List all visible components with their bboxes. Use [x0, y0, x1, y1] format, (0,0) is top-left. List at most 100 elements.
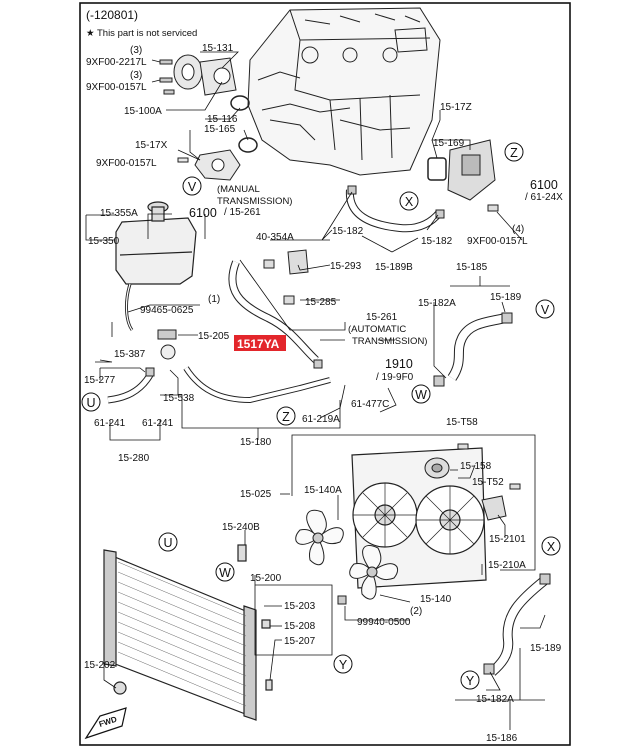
label-15-207: 15-207 [284, 636, 316, 647]
o-ring-15-165 [238, 137, 258, 153]
hose-15-261 [228, 260, 319, 363]
label-99465-0625: 99465-0625 [140, 305, 194, 316]
label-15-140: 15-140 [420, 594, 452, 605]
hose-15-280 [107, 373, 154, 404]
label-15-280: 15-280 [118, 453, 150, 464]
label-15-182a-right: 15-182A [418, 298, 456, 309]
label-15-100a: 15-100A [124, 106, 162, 117]
label-15-277: 15-277 [84, 375, 116, 386]
ref-u-radiator: U [163, 536, 172, 550]
label-9xf00-0157l-c: 9XF00-0157L [467, 236, 528, 247]
gasket-15-169 [427, 157, 447, 181]
label-15-205: 15-205 [198, 331, 230, 342]
label-qty-1: (1) [208, 294, 220, 305]
label-qty-3b: (3) [130, 70, 142, 81]
bolt-99940-0500 [337, 595, 347, 605]
fwd-arrow-icon: FWD [84, 707, 127, 740]
ref-w-middle: W [415, 388, 427, 402]
label-15-185: 15-185 [456, 262, 488, 273]
label-15-180: 15-180 [240, 437, 272, 448]
hose-15-189-lower [488, 576, 549, 676]
label-6100-a: 6100 [189, 206, 217, 220]
fan-15-140a [295, 509, 344, 566]
ref-z-middle: Z [282, 410, 290, 424]
ref-u-left: U [86, 396, 95, 410]
label-15-116: 15-116 [207, 114, 238, 125]
label-15-200: 15-200 [250, 573, 282, 584]
circle-refs: Z X V V W U Z U W X Y Y [81, 142, 561, 690]
label-automatic-2: TRANSMISSION) [352, 336, 427, 347]
label-15-182-a: 15-182 [332, 226, 364, 237]
label-qty-4: (4) [512, 224, 524, 235]
label-15-189b: 15-189B [375, 262, 413, 273]
label-15-293: 15-293 [330, 261, 362, 272]
label-15-t58: 15-T58 [446, 417, 478, 428]
diagram-frame [79, 2, 571, 746]
label-6100-b: 6100 [530, 178, 558, 192]
ref-v-upper: V [188, 180, 197, 194]
ref-v-right: V [541, 303, 550, 317]
label-15-131: 15-131 [202, 43, 234, 54]
label-15-158: 15-158 [460, 461, 492, 472]
o-ring-15-116 [230, 95, 250, 111]
fan-15-140 [349, 545, 399, 600]
label-61-477c: 61-477C [351, 399, 389, 410]
resistor-15-2101 [481, 483, 521, 521]
water-pump-pulley [173, 54, 237, 96]
label-61-219a: 61-219A [302, 414, 340, 425]
label-15-240b: 15-240B [222, 522, 260, 533]
fan-shroud-15-210a [351, 447, 487, 589]
label-15-025: 15-025 [240, 489, 272, 500]
label-15-186: 15-186 [486, 733, 518, 744]
ref-w-radiator: W [219, 566, 231, 580]
ref-y-lower: Y [466, 674, 475, 688]
label-15-17z: 15-17Z [440, 102, 472, 113]
label-15-182a-lower: 15-182A [476, 694, 514, 705]
label-15-202: 15-202 [84, 660, 116, 671]
label-15-189-right: 15-189 [490, 292, 522, 303]
label-15-182-b: 15-182 [421, 236, 453, 247]
highlighted-part-box[interactable] [234, 335, 286, 351]
label-manual-1: (MANUAL [217, 184, 260, 195]
label-9xf00-0157l-b: 9XF00-0157L [96, 158, 157, 169]
label-15-538: 15-538 [163, 393, 195, 404]
label-15-165: 15-165 [204, 124, 236, 135]
ref-x-lower: X [547, 540, 556, 554]
label-15-2101: 15-2101 [489, 534, 526, 545]
label-9xf00-0157l-a: 9XF00-0157L [86, 82, 147, 93]
label-61-241-b: 61-241 [142, 418, 174, 429]
engine-block [247, 7, 441, 176]
label-15-140a: 15-140A [304, 485, 342, 496]
label-15-261-a: / 15-261 [224, 207, 261, 218]
clamps [145, 185, 513, 387]
clamp-lower-right [539, 573, 551, 585]
label-15-350: 15-350 [88, 236, 120, 247]
label-15-189-lower: 15-189 [530, 643, 562, 654]
not-serviced-note: ★ This part is not serviced [86, 28, 197, 39]
label-40-354a: 40-354A [256, 232, 294, 243]
radiator [103, 544, 273, 721]
bracket-40-354a [263, 249, 309, 305]
label-1910: 1910 [385, 357, 413, 371]
hose-15-185 [447, 313, 507, 381]
fan-motor-15-158 [424, 443, 469, 479]
label-61-24x: / 61-24X [525, 192, 563, 203]
clamp-15-182a-lower [483, 663, 495, 675]
label-15-387: 15-387 [114, 349, 146, 360]
label-15-355a: 15-355A [100, 208, 138, 219]
label-15-t52: 15-T52 [472, 477, 504, 488]
thermostat-housing [177, 149, 241, 181]
label-15-17x: 15-17X [135, 140, 168, 151]
label-19-9f0: / 19-9F0 [376, 372, 414, 383]
hose-15-189b [345, 189, 444, 233]
cap-15-205 [157, 329, 177, 360]
range-code: (-120801) [86, 8, 138, 22]
ref-x-upper: X [405, 195, 414, 209]
label-15-285: 15-285 [305, 297, 337, 308]
bolts-upper-left [159, 59, 175, 95]
ref-z-upper: Z [510, 146, 518, 160]
label-15-169: 15-169 [433, 138, 465, 149]
highlighted-part-code[interactable]: 1517YA [237, 337, 280, 351]
pipe-15-180 [183, 366, 331, 404]
